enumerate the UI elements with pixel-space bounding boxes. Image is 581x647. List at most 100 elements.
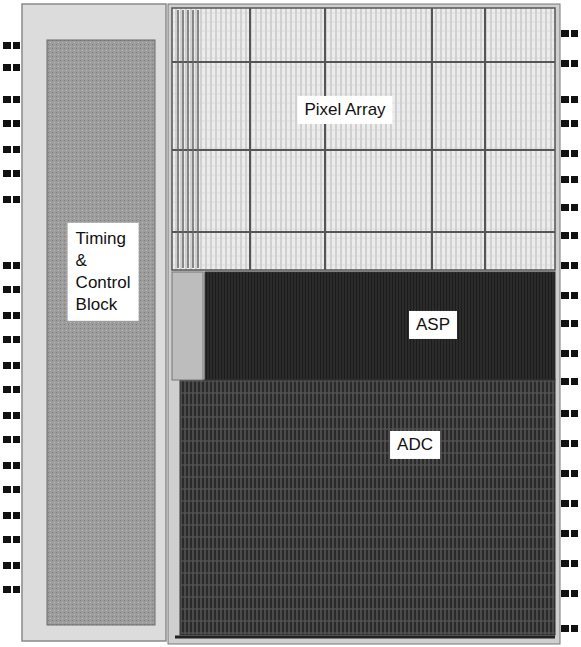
bond-pad: [13, 536, 20, 543]
block-label: ASP: [409, 311, 457, 339]
bond-pad: [561, 60, 569, 67]
bond-pad: [571, 176, 578, 183]
bond-pad: [13, 262, 20, 269]
asp-texture: [205, 272, 555, 380]
bond-pad: [13, 170, 20, 177]
bond-pad: [3, 386, 11, 393]
block-label: Timing & Control Block: [68, 223, 139, 321]
bond-pad: [561, 625, 569, 632]
bond-pad: [13, 436, 20, 443]
bond-pad: [13, 562, 20, 569]
bottom-bus: [175, 636, 555, 639]
bond-pad: [13, 486, 20, 493]
bond-pad: [13, 96, 20, 103]
bond-pad: [571, 500, 578, 507]
bond-pad: [3, 120, 11, 127]
control-logic: [47, 40, 155, 625]
bond-pad: [571, 470, 578, 477]
bond-pad: [561, 232, 569, 239]
bond-pad: [571, 120, 578, 127]
bond-pad: [571, 96, 578, 103]
bond-pad: [561, 410, 569, 417]
row-driver-lines: [178, 10, 198, 268]
bond-pad: [13, 42, 20, 49]
bond-pad: [3, 64, 11, 71]
bond-pad: [3, 536, 11, 543]
pixel-bus-lines: [172, 8, 555, 270]
bond-pad: [3, 312, 11, 319]
core-frame: [168, 4, 560, 644]
bond-pad: [561, 350, 569, 357]
bond-pad: [3, 512, 11, 519]
bond-pad: [13, 64, 20, 71]
bond-pad: [571, 150, 578, 157]
bond-pad: [571, 262, 578, 269]
bond-pad: [3, 96, 11, 103]
bond-pad: [3, 146, 11, 153]
bond-pad: [13, 512, 20, 519]
bond-pad: [561, 262, 569, 269]
bond-pad: [561, 590, 569, 597]
bond-pad: [571, 292, 578, 299]
bond-pad: [571, 625, 578, 632]
bond-pad: [561, 470, 569, 477]
block-label: ADC: [390, 431, 440, 459]
bond-pad: [561, 500, 569, 507]
bond-pad: [13, 586, 20, 593]
bond-pad: [3, 336, 11, 343]
bond-pad: [561, 176, 569, 183]
bond-pad: [561, 96, 569, 103]
bond-pad: [13, 462, 20, 469]
bond-pad: [561, 292, 569, 299]
bond-pad: [13, 196, 20, 203]
bond-pad: [3, 462, 11, 469]
bond-pad: [13, 412, 20, 419]
bond-pad: [571, 378, 578, 385]
bond-pad: [13, 362, 20, 369]
bond-pad: [561, 30, 569, 37]
bond-pad: [3, 586, 11, 593]
bond-pad: [561, 320, 569, 327]
pixel-array-block: Pixel Array: [172, 8, 555, 270]
bond-pad: [561, 204, 569, 211]
control-frame: [22, 4, 166, 641]
bond-pad: [3, 196, 11, 203]
bond-pad: [571, 530, 578, 537]
bond-pad: [561, 560, 569, 567]
bond-pad: [13, 120, 20, 127]
bond-pad: [3, 436, 11, 443]
bond-pad: [571, 60, 578, 67]
asp-block: ASP: [205, 272, 555, 380]
bond-pad: [571, 30, 578, 37]
bond-pad: [3, 412, 11, 419]
bond-pad: [571, 590, 578, 597]
adc-block: ADC: [180, 380, 555, 635]
bond-pad: [3, 170, 11, 177]
asp-bias-strip: [172, 272, 203, 380]
bond-pad: [3, 362, 11, 369]
control-block: Timing & Control Block: [47, 40, 155, 625]
bond-pad: [3, 562, 11, 569]
bond-pad: [3, 42, 11, 49]
bond-pad: [13, 312, 20, 319]
bond-pad: [561, 440, 569, 447]
bond-pads: [3, 30, 578, 632]
bond-pad: [13, 146, 20, 153]
block-label: Pixel Array: [297, 96, 392, 124]
bond-pad: [571, 410, 578, 417]
bond-pad: [13, 286, 20, 293]
bond-pad: [561, 150, 569, 157]
bond-pad: [3, 486, 11, 493]
bond-pad: [561, 378, 569, 385]
bond-pad: [3, 286, 11, 293]
bond-pad: [13, 386, 20, 393]
adc-texture: [180, 380, 555, 635]
pixel-texture: [172, 8, 555, 270]
bond-pad: [571, 204, 578, 211]
bond-pad: [3, 262, 11, 269]
bond-pad: [571, 320, 578, 327]
bond-pad: [571, 440, 578, 447]
